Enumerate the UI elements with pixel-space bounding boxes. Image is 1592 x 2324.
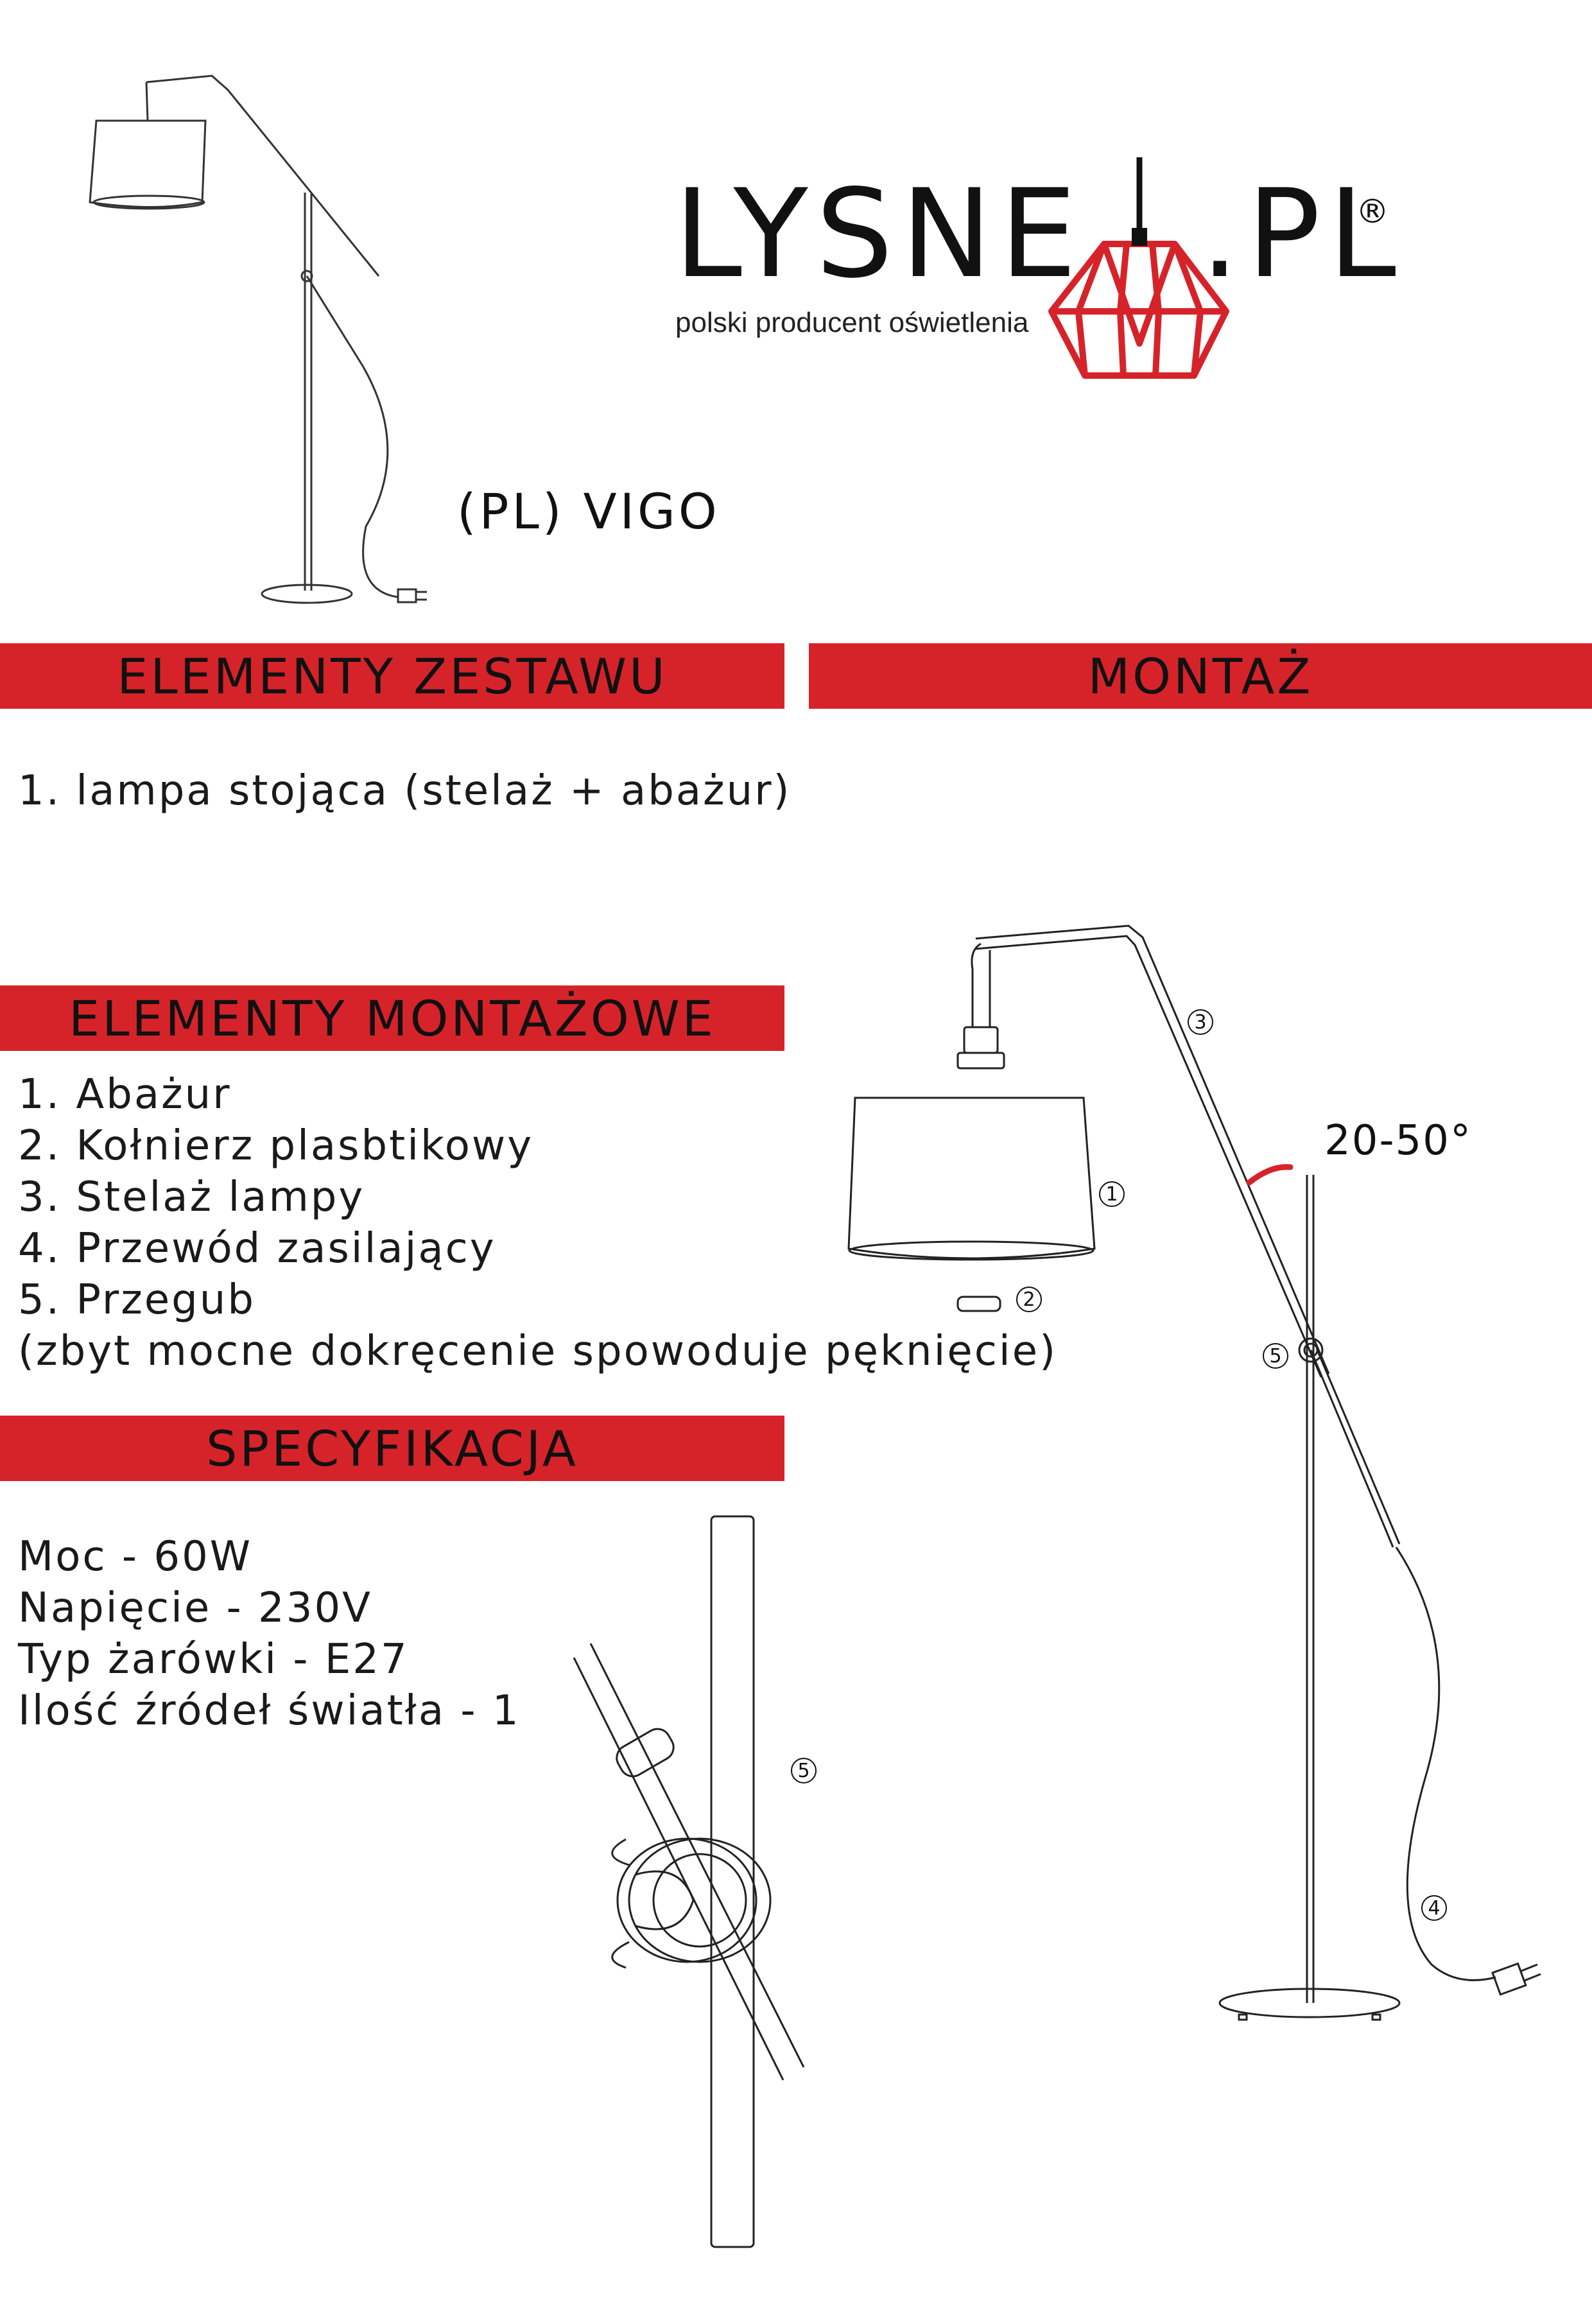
mounting-item-1: 1. Abażur bbox=[18, 1071, 232, 1118]
floor-lamp-thumbnail-icon bbox=[89, 74, 427, 604]
product-title: (PL) VIGO bbox=[457, 483, 720, 540]
specification-heading: SPECYFIKACJA bbox=[0, 1416, 784, 1481]
mounting-item-3: 3. Stelaż lampy bbox=[18, 1174, 365, 1221]
brand-name-right: .PL bbox=[1200, 163, 1404, 305]
brand-tagline: polski producent oświetlenia bbox=[675, 307, 1029, 338]
spec-item-light-sources: Ilość źródeł światła - 1 bbox=[18, 1687, 521, 1735]
spec-item-power: Moc - 60W bbox=[18, 1533, 253, 1581]
pendant-cage-icon bbox=[1048, 157, 1229, 379]
joint-callout-5: 5 bbox=[791, 1758, 817, 1783]
registered-mark: ® bbox=[1356, 193, 1389, 231]
callout-3: 3 bbox=[1188, 1009, 1213, 1035]
spec-item-bulb-type: Typ żarówki - E27 bbox=[18, 1636, 409, 1683]
mounting-elements-heading: ELEMENTY MONTAŻOWE bbox=[0, 985, 784, 1051]
mounting-item-5: 5. Przegub bbox=[18, 1276, 255, 1324]
callout-4: 4 bbox=[1421, 1895, 1447, 1921]
callout-1: 1 bbox=[1099, 1181, 1125, 1207]
assembly-lamp-icon bbox=[847, 924, 1541, 2021]
mounting-item-2: 2. Kołnierz plasbtikowy bbox=[18, 1122, 534, 1170]
assembly-heading: MONTAŻ bbox=[809, 643, 1592, 709]
callout-5: 5 bbox=[1263, 1343, 1288, 1369]
mounting-warning: (zbyt mocne dokręcenie spowoduje pęknięc… bbox=[18, 1328, 1058, 1375]
angle-label: 20-50° bbox=[1324, 1117, 1472, 1165]
set-elements-heading: ELEMENTY ZESTAWU bbox=[0, 643, 784, 709]
mounting-item-4: 4. Przewód zasilający bbox=[18, 1225, 496, 1272]
callout-2: 2 bbox=[1016, 1287, 1042, 1312]
set-elements-item-1: 1. lampa stojąca (stelaż + abażur) bbox=[18, 767, 792, 815]
joint-detail-icon bbox=[573, 1515, 805, 2248]
brand-name-left: LYSNE bbox=[674, 163, 1085, 305]
spec-item-voltage: Napięcie - 230V bbox=[18, 1584, 372, 1632]
